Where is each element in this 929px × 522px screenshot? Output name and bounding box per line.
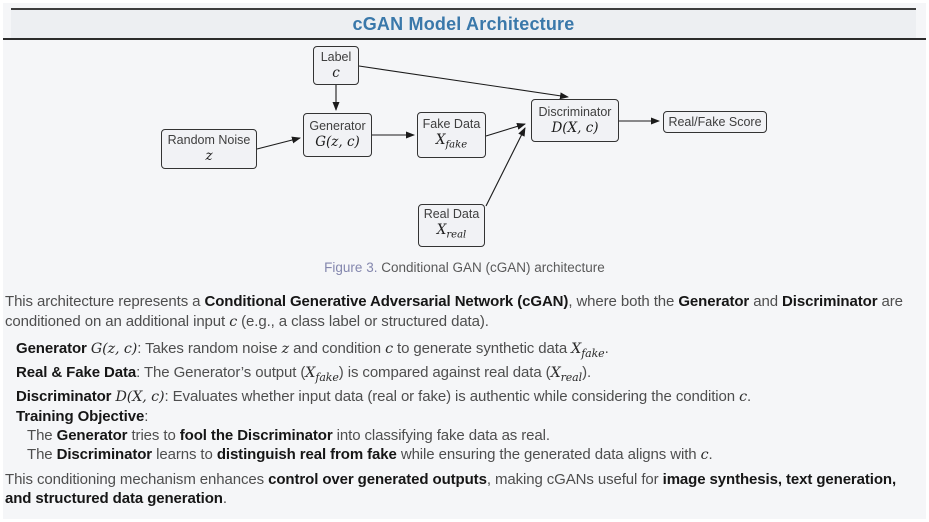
node-discriminator-title: Discriminator <box>538 104 612 119</box>
text-segment: control over generated outputs <box>268 471 487 488</box>
paragraph-intro: This architecture represents a Condition… <box>5 292 926 332</box>
node-label-title: Label <box>320 49 352 64</box>
text-segment: into classifying fake data as real. <box>332 427 550 444</box>
node-real-data-math: Xreal <box>436 222 467 241</box>
math-sub: real <box>560 371 583 384</box>
text-segment: while ensuring the generated data aligns… <box>396 446 701 463</box>
text-segment: . <box>746 388 752 405</box>
paragraph-conclusion: This conditioning mechanism enhances con… <box>5 470 926 508</box>
text-segment: Conditional Generative Adversarial Netwo… <box>204 293 569 310</box>
arrow-noise-to-generator <box>256 136 301 150</box>
text-segment: . <box>222 490 227 507</box>
text-segment: . <box>708 446 713 463</box>
list-item-generator: Generator G(z, c): Takes random noise z … <box>16 339 926 363</box>
math-var: c <box>739 389 747 405</box>
figure-caption-text: Conditional GAN (cGAN) architecture <box>381 260 605 275</box>
arrow-label-to-discriminator <box>358 65 569 100</box>
text-segment: Generator <box>678 293 750 310</box>
math-var: G(z, c) <box>90 341 138 357</box>
text-segment: , making cGANs useful for <box>486 471 663 488</box>
page-title: cGAN Model Architecture <box>352 13 575 34</box>
list-item-real-fake-data: Real & Fake Data: The Generator’s output… <box>16 363 926 387</box>
text-segment: Discriminator <box>782 293 878 310</box>
math-var: D(X, c) <box>115 389 165 405</box>
math-var: c <box>385 341 393 357</box>
node-generator: Generator G(z, c) <box>303 113 372 157</box>
text-segment: : Takes random noise <box>137 340 282 357</box>
text-segment: learns to <box>152 446 217 463</box>
node-random-noise-title: Random Noise <box>167 133 251 147</box>
text-segment: Discriminator <box>16 388 116 405</box>
text-segment: . <box>604 340 609 357</box>
text-segment: ). <box>582 364 592 381</box>
text-segment: are conditioned on an additional input <box>5 293 903 330</box>
text-segment: : Evaluates whether input data (real or … <box>164 388 740 405</box>
node-label: Label c <box>313 46 359 85</box>
math-sub: fake <box>581 347 605 360</box>
list-item-training-objective: Training Objective: <box>16 407 926 426</box>
node-discriminator: Discriminator D(X, c) <box>531 99 619 142</box>
node-fake-data: Fake Data Xfake <box>417 112 486 158</box>
math-var: c <box>229 314 238 330</box>
list-item-discriminator: Discriminator D(X, c): Evaluates whether… <box>16 387 926 407</box>
node-label-math: c <box>332 64 340 81</box>
math-var: X <box>571 341 582 357</box>
figure-caption-label: Figure 3. <box>324 260 378 275</box>
arrow-fakedata-to-discriminator <box>485 123 526 137</box>
node-real-data-title: Real Data <box>423 207 480 222</box>
math-var: z <box>281 341 290 357</box>
text-segment: Generator <box>56 427 128 444</box>
node-score: Real/Fake Score <box>663 111 767 133</box>
text-segment: ) is compared against real data ( <box>338 364 551 381</box>
list-item-discriminator-goal: The Discriminator learns to distinguish … <box>27 445 926 465</box>
node-score-title: Real/Fake Score <box>668 114 762 129</box>
math-var: X <box>550 365 561 381</box>
node-random-noise-math: z <box>205 148 213 164</box>
page: cGAN Model Architecture Label c <box>3 3 926 519</box>
math-var: X <box>305 365 316 381</box>
figure-caption: Figure 3. Conditional GAN (cGAN) archite… <box>3 260 926 275</box>
text-segment: Real & Fake Data <box>16 364 137 381</box>
text-segment: (e.g., a class label or structured data)… <box>237 313 489 330</box>
page-title-bar: cGAN Model Architecture <box>11 8 916 38</box>
math-sub: fake <box>315 371 339 384</box>
node-fake-data-title: Fake Data <box>422 116 481 131</box>
text-segment: The <box>27 446 57 463</box>
node-random-noise: Random Noise z <box>161 129 257 169</box>
text-segment: Training Objective <box>16 408 145 425</box>
text-segment: : The Generator’s output ( <box>136 364 306 381</box>
text-segment: distinguish real from fake <box>216 446 397 463</box>
text-segment: fool the Discriminator <box>179 427 333 444</box>
text-segment: : <box>144 408 149 425</box>
node-real-data: Real Data Xreal <box>418 204 485 247</box>
node-discriminator-math: D(X, c) <box>551 119 599 136</box>
text-segment: Discriminator <box>56 446 153 463</box>
text-segment: and condition <box>289 340 386 357</box>
text-segment: This conditioning mechanism enhances <box>5 471 269 488</box>
text-segment: to generate synthetic data <box>392 340 572 357</box>
cgan-diagram-arrows <box>256 65 660 207</box>
node-fake-data-math: Xfake <box>435 131 468 151</box>
text-segment: Generator <box>16 340 91 357</box>
body-text: This architecture represents a Condition… <box>5 292 926 508</box>
node-generator-math: G(z, c) <box>315 134 360 150</box>
text-segment: tries to <box>127 427 180 444</box>
text-segment: image synthesis, text generation, and st… <box>5 471 897 507</box>
text-segment: , where both the <box>568 293 679 310</box>
arrow-realdata-to-discriminator <box>485 127 526 207</box>
text-segment: This architecture represents a <box>5 293 205 310</box>
text-segment: and <box>749 293 783 310</box>
math-var: c <box>700 447 709 463</box>
node-generator-title: Generator <box>309 119 366 133</box>
list-item-generator-goal: The Generator tries to fool the Discrimi… <box>27 426 926 445</box>
figure-area: Label c Random Noise z Generator G(z, c)… <box>3 38 926 286</box>
text-segment: The <box>27 427 57 444</box>
